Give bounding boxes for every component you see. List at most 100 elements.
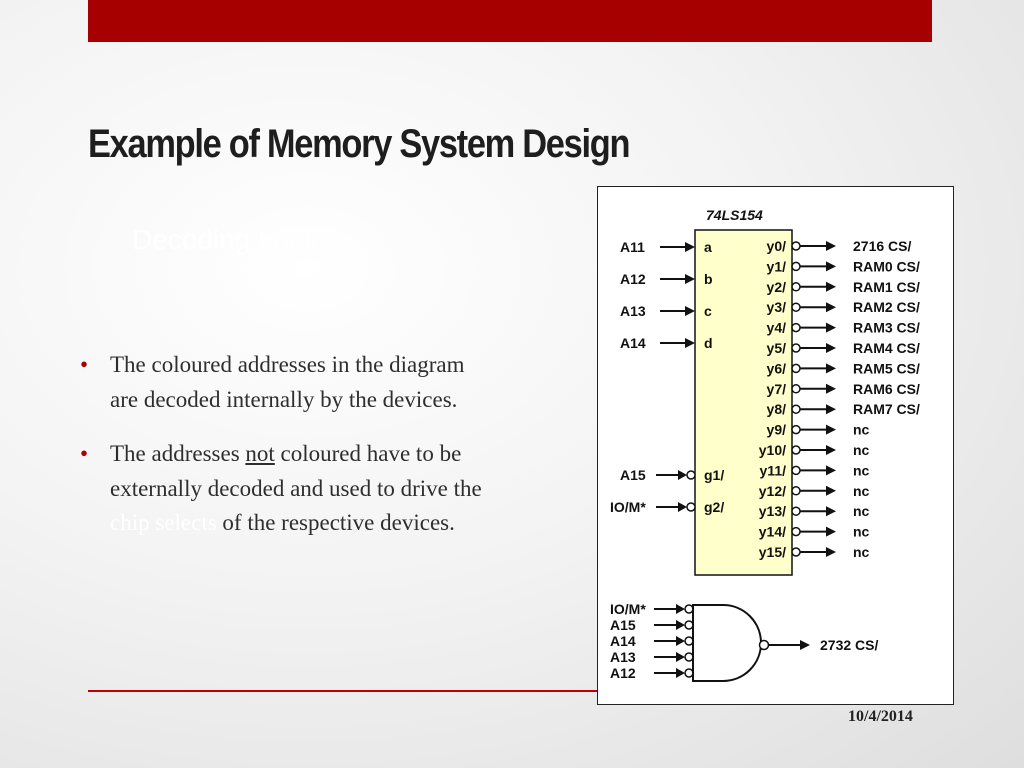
gate-input-bubble bbox=[684, 604, 694, 614]
output-destination-label: nc bbox=[853, 422, 870, 438]
enable-arrow bbox=[678, 470, 687, 480]
output-pin-label: y6/ bbox=[767, 360, 787, 376]
output-bubble bbox=[791, 547, 801, 557]
gate-input-arrow bbox=[676, 636, 685, 646]
output-arrow bbox=[826, 383, 836, 394]
output-pin-label: y15/ bbox=[759, 544, 786, 560]
output-destination-label: RAM6 CS/ bbox=[853, 381, 920, 397]
output-bubble bbox=[791, 343, 801, 353]
output-bubble bbox=[791, 404, 801, 414]
gate-input-bubble bbox=[684, 652, 694, 662]
output-destination-label: RAM4 CS/ bbox=[853, 340, 920, 356]
bullet-marker: • bbox=[80, 441, 89, 466]
gate-input-arrow bbox=[676, 652, 685, 662]
chip-pin-label: g1/ bbox=[704, 467, 724, 483]
output-destination-label: nc bbox=[853, 503, 870, 519]
output-pin-label: y11/ bbox=[760, 462, 787, 478]
output-pin-label: y4/ bbox=[767, 320, 787, 336]
bullet-item: • The coloured addresses in the diagram … bbox=[78, 348, 498, 417]
input-arrow bbox=[685, 306, 695, 316]
gate-input-label: A12 bbox=[610, 665, 636, 681]
output-bubble bbox=[791, 363, 801, 374]
gate-input-bubble bbox=[684, 636, 694, 646]
gate-input-arrow bbox=[676, 604, 685, 614]
output-pin-label: y12/ bbox=[759, 483, 786, 499]
gate-input-arrow bbox=[676, 620, 685, 630]
chip-name-label: 74LS154 bbox=[706, 207, 763, 223]
bullet-item: • The addresses not coloured have to be … bbox=[78, 437, 498, 541]
output-arrow bbox=[826, 404, 836, 415]
bullet-text: The coloured addresses in the diagram ar… bbox=[110, 352, 465, 412]
output-arrow bbox=[826, 445, 836, 455]
output-bubble bbox=[791, 506, 801, 516]
output-bubble bbox=[791, 322, 801, 333]
output-destination-label: nc bbox=[853, 442, 870, 458]
output-pin-label: y7/ bbox=[767, 381, 787, 397]
chip-pin-label: a bbox=[704, 239, 712, 255]
output-arrow bbox=[826, 261, 836, 272]
output-arrow bbox=[826, 424, 836, 435]
gate-input-arrow bbox=[676, 668, 685, 678]
input-signal-label: A13 bbox=[620, 303, 646, 319]
nand-output-label: 2732 CS/ bbox=[820, 637, 878, 653]
output-destination-label: RAM3 CS/ bbox=[853, 320, 920, 336]
decoder-chip-body bbox=[694, 229, 793, 576]
output-bubble bbox=[791, 261, 801, 272]
bullet-text-part: of the respective devices. bbox=[216, 510, 455, 535]
output-arrow bbox=[826, 302, 836, 313]
output-bubble bbox=[791, 445, 801, 455]
gate-input-label: A13 bbox=[610, 649, 636, 665]
output-pin-label: y14/ bbox=[759, 524, 786, 540]
output-destination-label: nc bbox=[853, 524, 870, 540]
output-bubble bbox=[791, 282, 801, 292]
inversion-bubble bbox=[686, 502, 696, 512]
gate-input-bubble bbox=[684, 620, 694, 630]
slide-subtitle: Decoding Logic bbox=[132, 224, 326, 255]
enable-arrow bbox=[678, 502, 687, 512]
input-signal-label: A11 bbox=[620, 239, 645, 255]
output-bubble bbox=[791, 241, 801, 251]
output-arrow bbox=[826, 506, 836, 517]
output-destination-label: RAM7 CS/ bbox=[853, 401, 920, 417]
output-destination-label: nc bbox=[853, 462, 870, 478]
bullet-text-part: The addresses bbox=[110, 441, 246, 466]
output-destination-label: RAM1 CS/ bbox=[853, 279, 920, 295]
output-destination-label: nc bbox=[853, 483, 870, 499]
output-pin-label: y13/ bbox=[759, 503, 786, 519]
input-signal-label: A14 bbox=[620, 335, 646, 351]
slide-date: 10/4/2014 bbox=[848, 708, 913, 725]
nand-output-arrow bbox=[800, 640, 810, 650]
chip-pin-label: d bbox=[704, 335, 713, 351]
chip-pin-label: c bbox=[704, 303, 712, 319]
output-pin-label: y3/ bbox=[767, 299, 787, 315]
output-arrow bbox=[826, 485, 836, 496]
output-arrow bbox=[826, 241, 836, 251]
output-pin-label: y5/ bbox=[767, 340, 787, 356]
input-signal-label: A12 bbox=[620, 271, 646, 287]
output-pin-label: y9/ bbox=[767, 422, 787, 438]
output-arrow bbox=[826, 281, 836, 292]
output-arrow bbox=[826, 322, 836, 333]
gate-input-label: A14 bbox=[610, 633, 636, 649]
output-arrow bbox=[826, 343, 836, 353]
output-bubble bbox=[791, 486, 801, 496]
enable-signal-label: A15 bbox=[620, 467, 646, 483]
chip-pin-label: g2/ bbox=[704, 499, 724, 515]
input-arrow bbox=[685, 274, 695, 284]
inversion-bubble bbox=[686, 470, 696, 480]
output-pin-label: y0/ bbox=[767, 238, 787, 254]
output-destination-label: RAM2 CS/ bbox=[853, 299, 920, 315]
output-bubble bbox=[791, 302, 801, 312]
bullet-marker: • bbox=[80, 352, 89, 377]
nand-gate-body bbox=[692, 604, 762, 682]
output-arrow bbox=[826, 465, 836, 476]
enable-signal-label: IO/M* bbox=[610, 499, 646, 515]
output-pin-label: y10/ bbox=[759, 442, 786, 458]
gate-input-bubble bbox=[684, 668, 694, 678]
highlighted-term: chip selects bbox=[110, 510, 217, 535]
output-bubble bbox=[791, 424, 801, 435]
nand-output-bubble bbox=[758, 639, 770, 651]
output-destination-label: RAM5 CS/ bbox=[853, 360, 920, 376]
